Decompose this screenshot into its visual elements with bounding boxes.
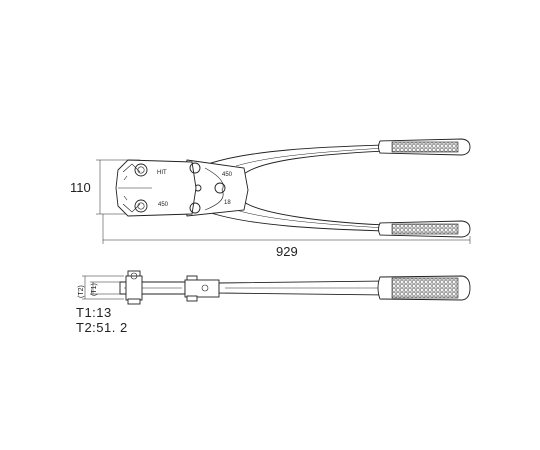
brand-marking: HIT bbox=[157, 170, 167, 176]
bolt-head-size-marking: 450 bbox=[158, 202, 169, 208]
upper-pivot-bolt bbox=[189, 162, 201, 174]
linkage-plates: 450 18 bbox=[181, 159, 249, 217]
top-pivot-bolt bbox=[184, 275, 220, 302]
side-view: 110 929 450 bbox=[70, 138, 471, 259]
top-view: (T2) (T1) bbox=[78, 270, 471, 305]
height-dimension-label: 110 bbox=[70, 180, 91, 195]
cutter-head: HIT 450 bbox=[115, 159, 201, 217]
t1-marker: (T1) bbox=[91, 283, 98, 296]
length-dimension-label: 929 bbox=[276, 244, 298, 259]
length-dimension: 929 bbox=[102, 214, 471, 259]
lower-grip bbox=[378, 220, 471, 238]
upper-grip bbox=[378, 138, 471, 156]
top-head-bolt bbox=[125, 270, 143, 305]
model-number-marking: 18 bbox=[224, 200, 231, 206]
spec-t2: T2:51. 2 bbox=[76, 320, 128, 335]
lower-pivot-bolt bbox=[189, 202, 201, 214]
spec-t1: T1:13 bbox=[76, 305, 112, 320]
upper-jaw-bolt bbox=[134, 163, 148, 177]
t2-marker: (T2) bbox=[78, 285, 85, 298]
top-grip bbox=[377, 275, 471, 301]
thickness-dimensions: (T2) (T1) bbox=[78, 275, 124, 300]
lower-jaw-bolt bbox=[134, 199, 148, 213]
jaw-size-marking: 450 bbox=[222, 172, 233, 178]
